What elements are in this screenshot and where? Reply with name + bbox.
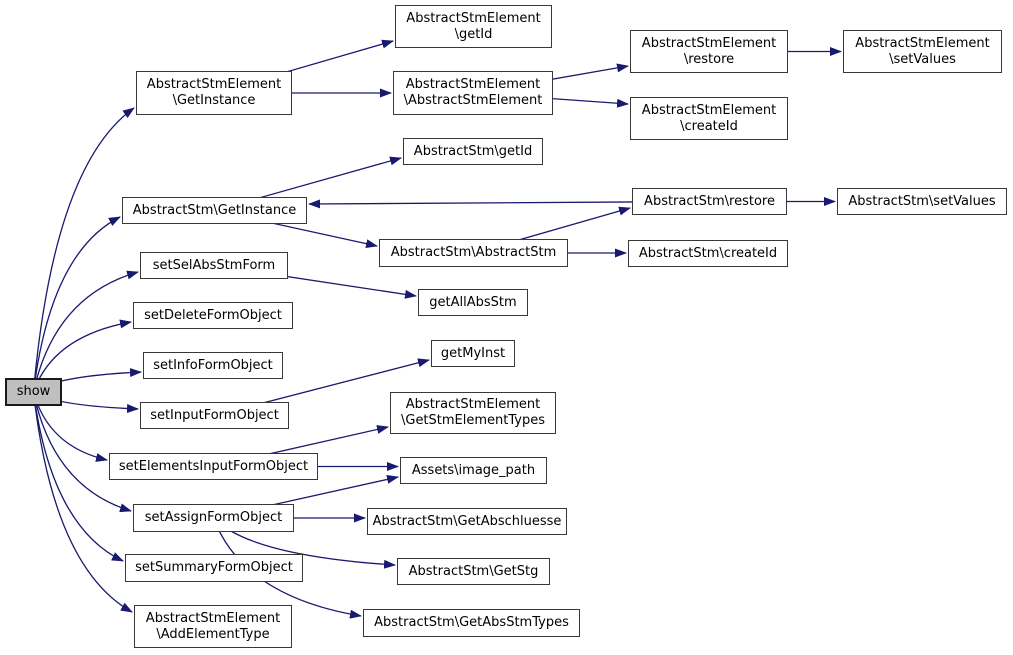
- node-setassignformobject[interactable]: setAssignFormObject: [133, 504, 294, 532]
- node-abs-getabschluesse[interactable]: AbstractStm\GetAbschluesse: [367, 508, 567, 535]
- node-absel-getstmelementtypes[interactable]: AbstractStmElement \GetStmElementTypes: [390, 392, 556, 434]
- node-abs-getid[interactable]: AbstractStm\getId: [403, 138, 543, 165]
- node-setelementsinputformobject[interactable]: setElementsInputFormObject: [109, 453, 318, 480]
- node-show: show: [5, 378, 62, 406]
- edge-show-setsummaryformobject: [32, 391, 124, 562]
- node-setinfoformobject[interactable]: setInfoFormObject: [143, 352, 283, 379]
- node-setinputformobject[interactable]: setInputFormObject: [140, 402, 289, 429]
- node-setsummaryformobject[interactable]: setSummaryFormObject: [125, 554, 303, 582]
- node-abs-getstg[interactable]: AbstractStm\GetStg: [397, 558, 550, 585]
- node-setdeleteformobject[interactable]: setDeleteFormObject: [133, 302, 293, 329]
- node-setselabsstmform[interactable]: setSelAbsStmForm: [140, 252, 288, 279]
- node-abs-getabsstmtypes[interactable]: AbstractStm\GetAbsStmTypes: [363, 609, 580, 637]
- node-absel-getid[interactable]: AbstractStmElement \getId: [395, 5, 552, 48]
- node-absel-restore[interactable]: AbstractStmElement \restore: [630, 30, 788, 73]
- node-getmyinst[interactable]: getMyInst: [431, 340, 515, 367]
- node-absel-createid[interactable]: AbstractStmElement \createId: [630, 97, 788, 140]
- node-abs-constructor[interactable]: AbstractStm\AbstractStm: [379, 239, 568, 267]
- node-assets-image-path[interactable]: Assets\image_path: [400, 457, 547, 484]
- edge-show-absel-getinstance: [32, 107, 135, 393]
- node-abs-restore[interactable]: AbstractStm\restore: [632, 188, 787, 215]
- node-abs-createid[interactable]: AbstractStm\createId: [628, 240, 788, 267]
- node-absel-setvalues[interactable]: AbstractStmElement \setValues: [843, 30, 1002, 73]
- node-absel-getinstance[interactable]: AbstractStmElement \GetInstance: [136, 71, 292, 115]
- node-getallabsstm[interactable]: getAllAbsStm: [418, 289, 528, 316]
- edge-show-abs-getinstance: [32, 216, 121, 393]
- node-absel-addelementtype[interactable]: AbstractStmElement \AddElementType: [134, 605, 292, 648]
- edge-show-setselabsstmform: [32, 270, 139, 393]
- node-absel-constructor[interactable]: AbstractStmElement \AbstractStmElement: [393, 71, 553, 115]
- edge-show-absel-addelementtype: [32, 391, 133, 613]
- node-abs-getinstance[interactable]: AbstractStm\GetInstance: [122, 197, 307, 224]
- node-abs-setvalues[interactable]: AbstractStm\setValues: [837, 188, 1007, 215]
- edge-show-setassignformobject: [32, 391, 132, 513]
